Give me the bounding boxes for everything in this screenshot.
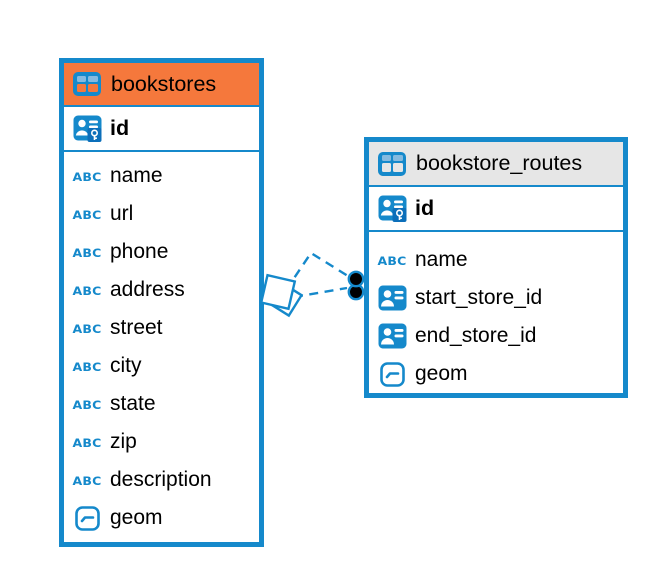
- column-label: phone: [110, 240, 169, 263]
- column-label: city: [110, 354, 142, 377]
- text-type-icon: ABC: [72, 358, 102, 374]
- column-label: geom: [110, 506, 163, 529]
- column-label: name: [415, 248, 468, 271]
- column-row-name[interactable]: ABC name: [369, 241, 623, 279]
- text-type-icon: ABC: [72, 168, 102, 184]
- column-row-id[interactable]: id: [64, 107, 259, 152]
- table-title: bookstore_routes: [416, 151, 583, 175]
- geometry-type-icon: [377, 361, 407, 387]
- text-type-icon: ABC: [72, 244, 102, 260]
- column-label: zip: [110, 430, 137, 453]
- column-label: id: [110, 116, 130, 140]
- column-row-street[interactable]: ABC street: [64, 309, 259, 347]
- column-row-url[interactable]: ABC url: [64, 195, 259, 233]
- column-row-city[interactable]: ABC city: [64, 347, 259, 385]
- column-row-geom[interactable]: geom: [369, 355, 623, 393]
- text-type-icon: ABC: [72, 206, 102, 222]
- column-label: end_store_id: [415, 324, 537, 347]
- column-label: start_store_id: [415, 286, 543, 309]
- text-type-icon: ABC: [72, 434, 102, 450]
- column-list: ABC name start_store_id: [369, 232, 623, 393]
- reference-type-icon: [377, 323, 407, 349]
- column-row-geom[interactable]: geom: [64, 499, 259, 537]
- column-row-start-store-id[interactable]: start_store_id: [369, 279, 623, 317]
- table-icon: [72, 72, 102, 96]
- table-header-bookstore-routes[interactable]: bookstore_routes: [369, 142, 623, 187]
- reference-type-icon: [377, 285, 407, 311]
- primary-key-icon: [377, 195, 407, 222]
- relationship-target-marker[interactable]: [347, 270, 365, 301]
- column-label: id: [415, 196, 435, 220]
- column-row-name[interactable]: ABC name: [64, 157, 259, 195]
- table-bookstore-routes[interactable]: bookstore_routes id ABC name: [364, 137, 628, 398]
- geometry-type-icon: [72, 505, 102, 531]
- text-type-icon: ABC: [72, 396, 102, 412]
- relationship-source-marker[interactable]: [259, 273, 304, 318]
- column-label: name: [110, 164, 163, 187]
- table-bookstores[interactable]: bookstores id ABC name: [59, 58, 264, 547]
- column-row-description[interactable]: ABC description: [64, 461, 259, 499]
- column-label: geom: [415, 362, 468, 385]
- relationship-line-straight[interactable]: [293, 286, 348, 299]
- text-type-icon: ABC: [72, 320, 102, 336]
- column-row-phone[interactable]: ABC phone: [64, 233, 259, 271]
- column-label: url: [110, 202, 134, 225]
- table-header-bookstores[interactable]: bookstores: [64, 63, 259, 107]
- column-row-end-store-id[interactable]: end_store_id: [369, 317, 623, 355]
- primary-key-icon: [72, 115, 102, 142]
- relationship-line-bent[interactable]: [285, 251, 349, 291]
- column-list: ABC name ABC url ABC phone ABC address A…: [64, 152, 259, 537]
- table-title: bookstores: [111, 71, 217, 96]
- column-label: address: [110, 278, 185, 301]
- table-icon: [377, 151, 407, 176]
- text-type-icon: ABC: [72, 282, 102, 298]
- text-type-icon: ABC: [377, 252, 407, 268]
- column-row-zip[interactable]: ABC zip: [64, 423, 259, 461]
- column-label: description: [110, 468, 212, 491]
- relationship-link[interactable]: [259, 251, 365, 318]
- text-type-icon: ABC: [72, 472, 102, 488]
- column-row-address[interactable]: ABC address: [64, 271, 259, 309]
- column-row-id[interactable]: id: [369, 187, 623, 232]
- column-label: street: [110, 316, 163, 339]
- column-label: state: [110, 392, 156, 415]
- column-row-state[interactable]: ABC state: [64, 385, 259, 423]
